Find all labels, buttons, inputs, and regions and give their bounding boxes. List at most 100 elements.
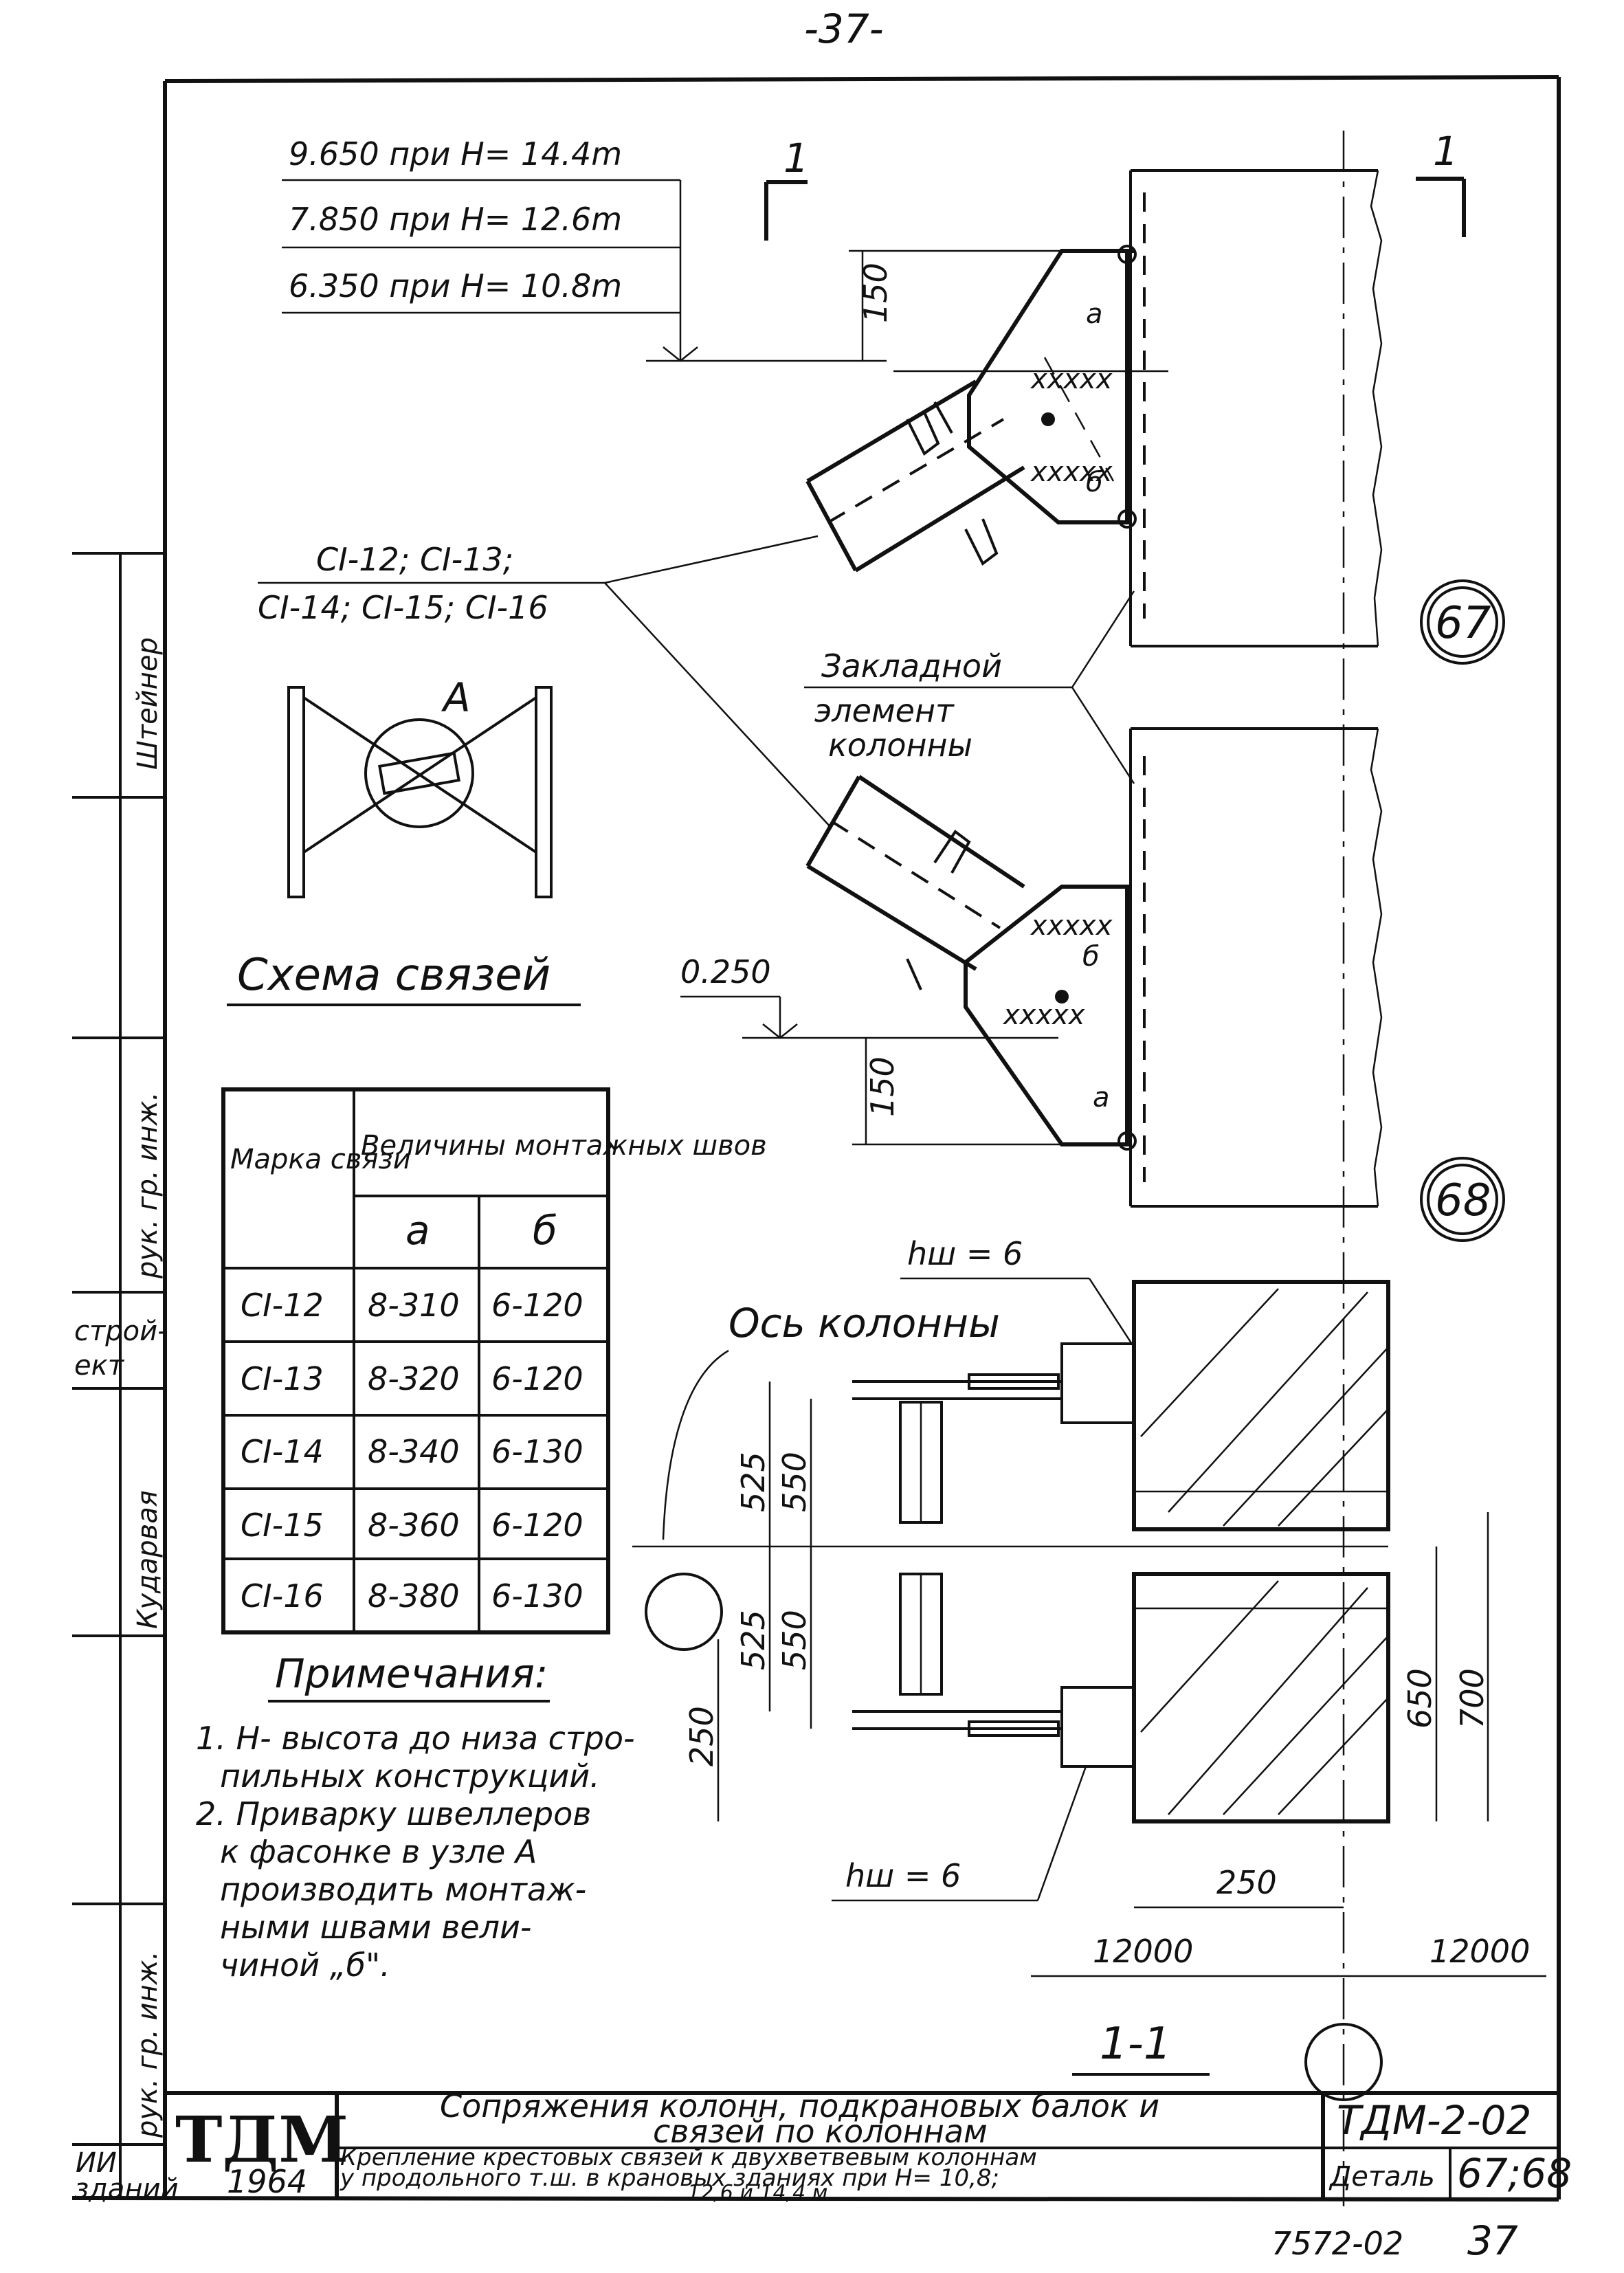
section-marks: 1 1 bbox=[764, 128, 1466, 241]
table-row-3-b: 6-130 bbox=[491, 1433, 583, 1470]
axis-bubble-bottom bbox=[1304, 2023, 1383, 2101]
title-line-2: связей по колоннам bbox=[653, 2113, 988, 2150]
dim-525-top: 525 bbox=[735, 1452, 772, 1512]
detail-67-marker: 67 bbox=[1420, 579, 1505, 665]
svg-text:xxxxx: xxxxx bbox=[1030, 364, 1113, 395]
table-row-3-mark: CI-14 bbox=[241, 1433, 324, 1470]
notes: Примечания: 1. H- высота до низа стро- п… bbox=[196, 1650, 635, 1984]
table-header-values: Величины монтажных швов bbox=[361, 1130, 767, 1162]
title-block: ТДМ 1964 Сопряжения колонн, подкрановых … bbox=[165, 2087, 1572, 2205]
page-number: -37- bbox=[804, 5, 884, 52]
detail-67-number: 67 bbox=[1435, 598, 1491, 649]
table-header-mark: Марка связи bbox=[230, 1144, 411, 1175]
section-title: 1-1 bbox=[1100, 2019, 1172, 2070]
side-stamp-dept-2: зданий bbox=[74, 2173, 179, 2205]
svg-text:б: б bbox=[1082, 941, 1100, 973]
elevation-3: 6.350 при H= 10.8m bbox=[289, 267, 622, 304]
notes-line-3: 2. Приварку швеллеров bbox=[196, 1795, 591, 1832]
table-row-1-mark: CI-12 bbox=[241, 1287, 324, 1324]
weld-table: Марка связи Величины монтажных швов a б … bbox=[221, 1087, 767, 1634]
dim-12000-left: 12000 bbox=[1093, 1933, 1193, 1970]
members-label-2: CI-14; CI-15; CI-16 bbox=[258, 589, 548, 626]
side-stamp-role-2: рук. гр. инж. bbox=[132, 1951, 164, 2138]
elevation-low: 0.250 150 bbox=[680, 953, 1127, 1146]
notes-title: Примечания: bbox=[275, 1650, 548, 1697]
title-sub-3: 12,6 и 14,4 м. bbox=[687, 2181, 834, 2205]
elevation-2: 7.850 при H= 12.6m bbox=[289, 201, 622, 238]
side-stamp: Штейнер рук. гр. инж. строй- ект Кударва… bbox=[72, 552, 179, 2205]
dim-550-top: 550 bbox=[776, 1452, 813, 1512]
elevation-1: 9.650 при H= 14.4m bbox=[289, 135, 622, 173]
section-mark-right: 1 bbox=[1433, 128, 1458, 175]
table-row-5-mark: CI-16 bbox=[241, 1577, 324, 1615]
dim-550-bottom: 550 bbox=[776, 1610, 813, 1670]
side-stamp-org-1: строй- bbox=[74, 1316, 168, 1347]
title-code: ТДМ-2-02 bbox=[1337, 2097, 1531, 2144]
side-stamp-org-2: ект bbox=[74, 1350, 125, 1382]
title-sub-1: Крепление крестовых связей к двухветвевы… bbox=[340, 2144, 1037, 2171]
notes-line-5: производить монтаж- bbox=[220, 1871, 586, 1908]
title-year: 1964 bbox=[227, 2163, 307, 2200]
title-logo: ТДМ bbox=[175, 2103, 348, 2177]
detail-68-brace: б a xxxxx xxxxx bbox=[805, 775, 1137, 1151]
table-row-1-b: 6-120 bbox=[491, 1287, 583, 1324]
detail-68-marker: 68 bbox=[1420, 1157, 1505, 1242]
detail-68-number: 68 bbox=[1435, 1175, 1491, 1226]
scheme-node-label: A bbox=[441, 674, 471, 721]
title-sub-2: у продольного т.ш. в крановых зданиях пр… bbox=[340, 2164, 999, 2192]
embedded-label-2: элемент bbox=[814, 692, 955, 729]
embedded-label-1: Закладной bbox=[821, 647, 1002, 685]
section-1-1: hш = 6 hш = 6 Ось колонны 525 550 525 55… bbox=[632, 1235, 1546, 2101]
side-stamp-name-1: Штейнер bbox=[132, 637, 164, 770]
table-row-5-a: 8-380 bbox=[368, 1577, 460, 1615]
axis-bubble-left bbox=[645, 1573, 723, 1651]
table-row-1-a: 8-310 bbox=[368, 1287, 460, 1324]
dim-150-top-label: 150 bbox=[857, 263, 894, 323]
table-row-3-a: 8-340 bbox=[368, 1433, 460, 1470]
bracing-scheme: A Схема связей bbox=[227, 674, 581, 1006]
hw-bottom-label: hш = 6 bbox=[845, 1857, 961, 1894]
dim-150-top: 150 bbox=[849, 250, 1127, 361]
axis-label: Ось колонны bbox=[728, 1300, 1000, 1346]
footer-number: 7572-02 bbox=[1271, 2225, 1403, 2262]
elevation-low-label: 0.250 bbox=[680, 953, 771, 990]
svg-text:б: б bbox=[1086, 467, 1103, 498]
side-stamp-name-2: Кударвая bbox=[132, 1490, 164, 1629]
notes-line-1: 1. H- высота до низа стро- bbox=[196, 1720, 635, 1757]
title-line-1: Сопряжения колонн, подкрановых балок и bbox=[440, 2087, 1159, 2125]
dim-650: 650 bbox=[1401, 1668, 1438, 1729]
dim-250-bottom: 250 bbox=[1216, 1864, 1277, 1901]
table-col-a: a bbox=[405, 1207, 430, 1254]
notes-line-2: пильных конструкций. bbox=[220, 1758, 600, 1795]
dim-700: 700 bbox=[1454, 1668, 1491, 1729]
title-detail-label: Деталь bbox=[1328, 2161, 1435, 2193]
section-mark-left: 1 bbox=[783, 135, 809, 181]
embedded-label: Закладной элемент колонны bbox=[804, 590, 1135, 784]
members-label-1: CI-12; CI-13; bbox=[316, 541, 513, 578]
svg-text:a: a bbox=[1093, 1082, 1110, 1113]
notes-line-7: чиной „б". bbox=[220, 1947, 390, 1984]
table-row-4-b: 6-120 bbox=[491, 1507, 583, 1544]
elevation-notes: 9.650 при H= 14.4m 7.850 при H= 12.6m 6.… bbox=[282, 135, 887, 362]
drawing-frame bbox=[71, 75, 1561, 2202]
side-stamp-role-1: рук. гр. инж. bbox=[132, 1092, 164, 1279]
svg-text:xxxxx: xxxxx bbox=[1002, 999, 1085, 1031]
svg-text:xxxxx: xxxxx bbox=[1030, 910, 1113, 942]
scheme-title: Схема связей bbox=[237, 950, 550, 1001]
table-row-5-b: 6-130 bbox=[491, 1577, 583, 1615]
table-row-4-mark: CI-15 bbox=[241, 1507, 324, 1544]
notes-line-6: ными швами вели- bbox=[220, 1909, 532, 1946]
embedded-label-3: колонны bbox=[828, 727, 972, 764]
dim-250-left: 250 bbox=[683, 1706, 720, 1766]
detail-68-column bbox=[1129, 727, 1383, 1208]
svg-text:a: a bbox=[1086, 298, 1103, 330]
node-point bbox=[1041, 412, 1055, 426]
table-row-2-a: 8-320 bbox=[368, 1360, 460, 1397]
table-row-2-b: 6-120 bbox=[491, 1360, 583, 1397]
dim-150-bottom-label: 150 bbox=[864, 1056, 901, 1117]
dim-525-bottom: 525 bbox=[735, 1610, 772, 1670]
footer-page: 37 bbox=[1467, 2217, 1518, 2264]
table-row-2-mark: CI-13 bbox=[241, 1360, 324, 1397]
table-col-b: б bbox=[533, 1207, 557, 1254]
